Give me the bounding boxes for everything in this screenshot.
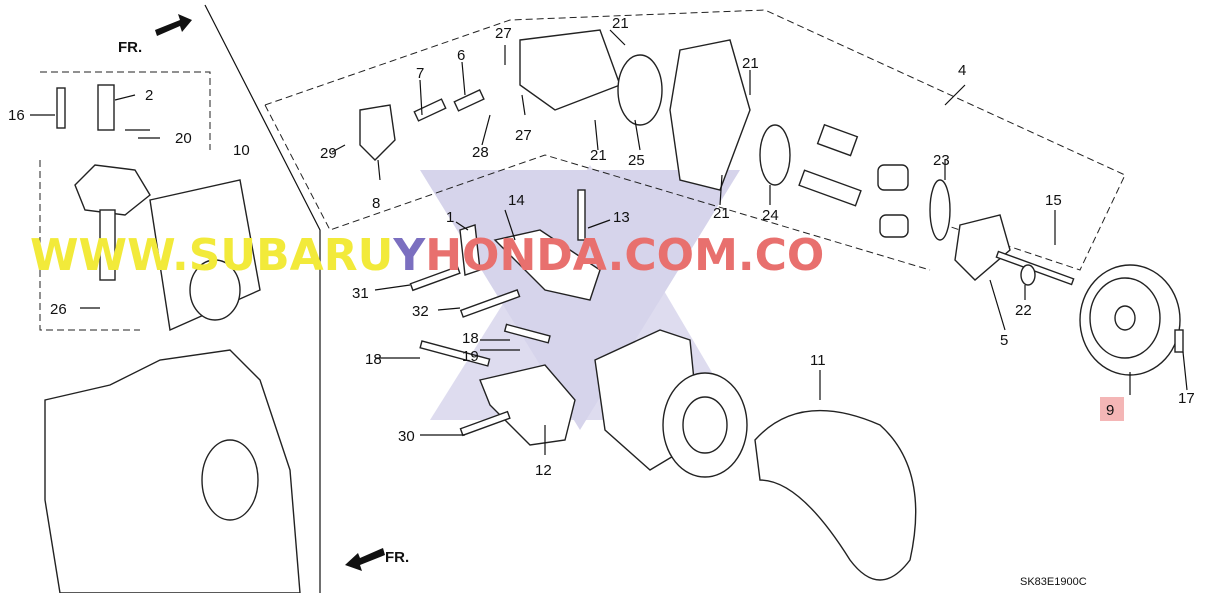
- callout-4: 4: [958, 62, 966, 79]
- fr-label-bottom: FR.: [385, 549, 409, 566]
- callout-26: 26: [50, 301, 67, 318]
- callout-18b: 18: [365, 351, 382, 368]
- callout-10: 10: [233, 142, 250, 159]
- callout-17: 17: [1178, 390, 1195, 407]
- callout-9: 9: [1106, 402, 1114, 419]
- callout-21b: 21: [590, 147, 607, 164]
- callout-16: 16: [8, 107, 25, 124]
- callout-32: 32: [412, 303, 429, 320]
- engine-block: [44, 179, 301, 593]
- callout-21: 21: [612, 15, 629, 32]
- callout-27: 27: [495, 25, 512, 42]
- watermark: WWW.SUBARUYHONDA.COM.CO: [30, 230, 824, 281]
- sensor-assembly: [56, 84, 151, 281]
- callout-15: 15: [1045, 192, 1062, 209]
- callout-18: 18: [462, 330, 479, 347]
- callout-27b: 27: [515, 127, 532, 144]
- callout-29: 29: [320, 145, 337, 162]
- callout-2: 2: [145, 87, 153, 104]
- callout-13: 13: [613, 209, 630, 226]
- diagram-code: SK83E1900C: [1020, 576, 1087, 588]
- callout-21c: 21: [742, 55, 759, 72]
- callouts: 16 2 20 10 26 29 8 7 6 27 27 28 21 21 21…: [8, 15, 1195, 479]
- bolt-17: [1174, 329, 1184, 353]
- highlight-part-9: [1100, 397, 1124, 421]
- callout-8: 8: [372, 195, 380, 212]
- group-10-outline: [39, 71, 211, 331]
- callout-5: 5: [1000, 332, 1008, 349]
- callout-6: 6: [457, 47, 465, 64]
- callout-1: 1: [446, 209, 454, 226]
- callout-12: 12: [535, 462, 552, 479]
- callout-31: 31: [352, 285, 369, 302]
- callout-30: 30: [398, 428, 415, 445]
- bolts: [409, 189, 586, 437]
- callout-22: 22: [1015, 302, 1032, 319]
- callout-23: 23: [933, 152, 950, 169]
- callout-20: 20: [175, 130, 192, 147]
- callout-25: 25: [628, 152, 645, 169]
- callout-14: 14: [508, 192, 525, 209]
- section-divider: [204, 4, 321, 593]
- front-direction-arrow-top: FR.: [118, 14, 192, 56]
- callout-24: 24: [762, 207, 779, 224]
- callout-19: 19: [462, 348, 479, 365]
- callout-21d: 21: [713, 205, 730, 222]
- callout-28: 28: [472, 144, 489, 161]
- callout-7: 7: [416, 65, 424, 82]
- pulley-part-9: [1079, 264, 1181, 376]
- front-direction-arrow-bottom: FR.: [345, 548, 409, 571]
- leader-lines: [30, 29, 1188, 455]
- pump-parts: [359, 29, 1075, 581]
- group-4-outline-lower: [264, 104, 931, 271]
- callout-11: 11: [810, 352, 826, 369]
- fr-label-top: FR.: [118, 39, 142, 56]
